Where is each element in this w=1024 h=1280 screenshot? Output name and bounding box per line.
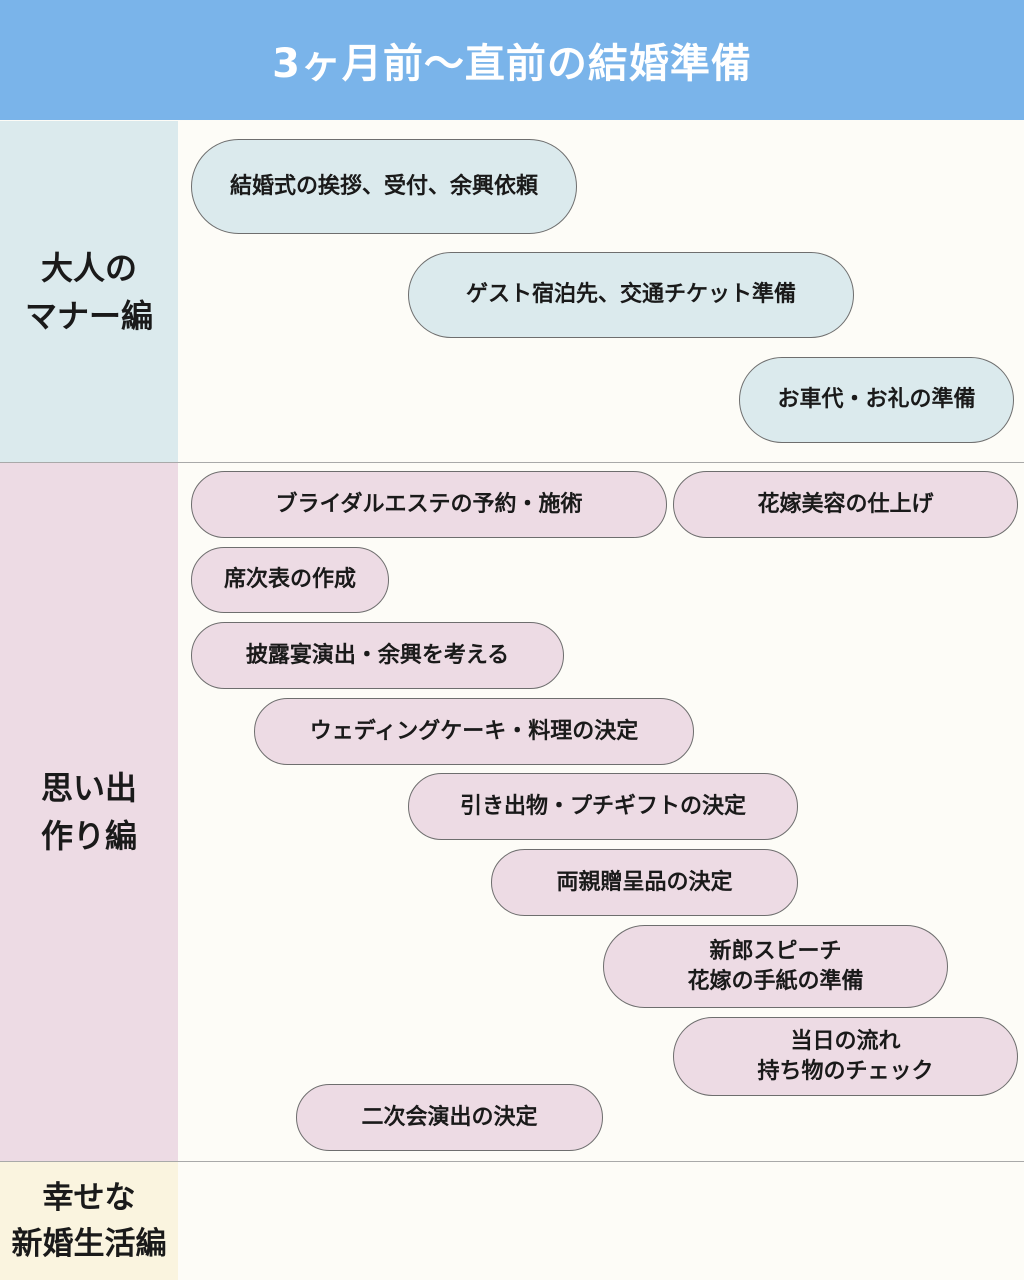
task-pill-carfare: お車代・お礼の準備 [739, 357, 1014, 443]
task-label: 両親贈呈品の決定 [556, 869, 733, 895]
task-label: ウェディングケーキ・料理の決定 [309, 718, 639, 744]
task-pill-gifts: 引き出物・プチギフトの決定 [408, 773, 798, 840]
task-label: 結婚式の挨拶、受付、余興依頼 [229, 173, 538, 199]
task-label: 花嫁美容の仕上げ [757, 491, 934, 517]
task-pill-guest-lodging: ゲスト宿泊先、交通チケット準備 [408, 252, 854, 338]
section-label-life: 幸せな 新婚生活編 [0, 1162, 178, 1280]
task-pill-parents-gift: 両親贈呈品の決定 [491, 849, 798, 916]
section-divider [0, 462, 1024, 463]
task-pill-cake-food: ウェディングケーキ・料理の決定 [254, 698, 694, 765]
task-pill-reception-show: 披露宴演出・余興を考える [191, 622, 564, 689]
task-pill-after-party: 二次会演出の決定 [296, 1084, 603, 1151]
task-label: ブライダルエステの予約・施術 [275, 491, 583, 517]
task-pill-speech-letter: 新郎スピーチ 花嫁の手紙の準備 [603, 925, 948, 1008]
task-label: 披露宴演出・余興を考える [245, 642, 510, 668]
section-label-line: 幸せな [42, 1180, 136, 1216]
section-divider [0, 1161, 1024, 1162]
task-label: 引き出物・プチギフトの決定 [459, 793, 746, 819]
task-label: 新郎スピーチ [709, 938, 842, 964]
section-label-line: 思い出 [40, 769, 137, 807]
header-bar: 3ヶ月前〜直前の結婚準備 [0, 0, 1024, 120]
page-title: 3ヶ月前〜直前の結婚準備 [272, 41, 752, 87]
task-label: 持ち物のチェック [757, 1058, 934, 1084]
task-pill-bridal-esthe: ブライダルエステの予約・施術 [191, 471, 667, 538]
section-label-line: マナー編 [24, 296, 153, 335]
section-label-manner: 大人の マナー編 [0, 121, 178, 462]
section-label-memory: 思い出 作り編 [0, 463, 178, 1161]
section-label-line: 作り編 [40, 817, 137, 855]
task-label: 当日の流れ [790, 1028, 901, 1054]
task-pill-greeting: 結婚式の挨拶、受付、余興依頼 [191, 139, 577, 234]
task-pill-bride-beauty: 花嫁美容の仕上げ [673, 471, 1018, 538]
task-label: 花嫁の手紙の準備 [687, 968, 864, 994]
task-pill-day-flow: 当日の流れ 持ち物のチェック [673, 1017, 1018, 1096]
task-label: 席次表の作成 [223, 567, 356, 592]
task-label: お車代・お礼の準備 [777, 387, 976, 412]
task-label: ゲスト宿泊先、交通チケット準備 [465, 282, 796, 307]
task-pill-seating-chart: 席次表の作成 [191, 547, 389, 613]
section-label-line: 新婚生活編 [11, 1226, 167, 1262]
section-label-line: 大人の [40, 248, 137, 287]
task-label: 二次会演出の決定 [361, 1104, 538, 1130]
